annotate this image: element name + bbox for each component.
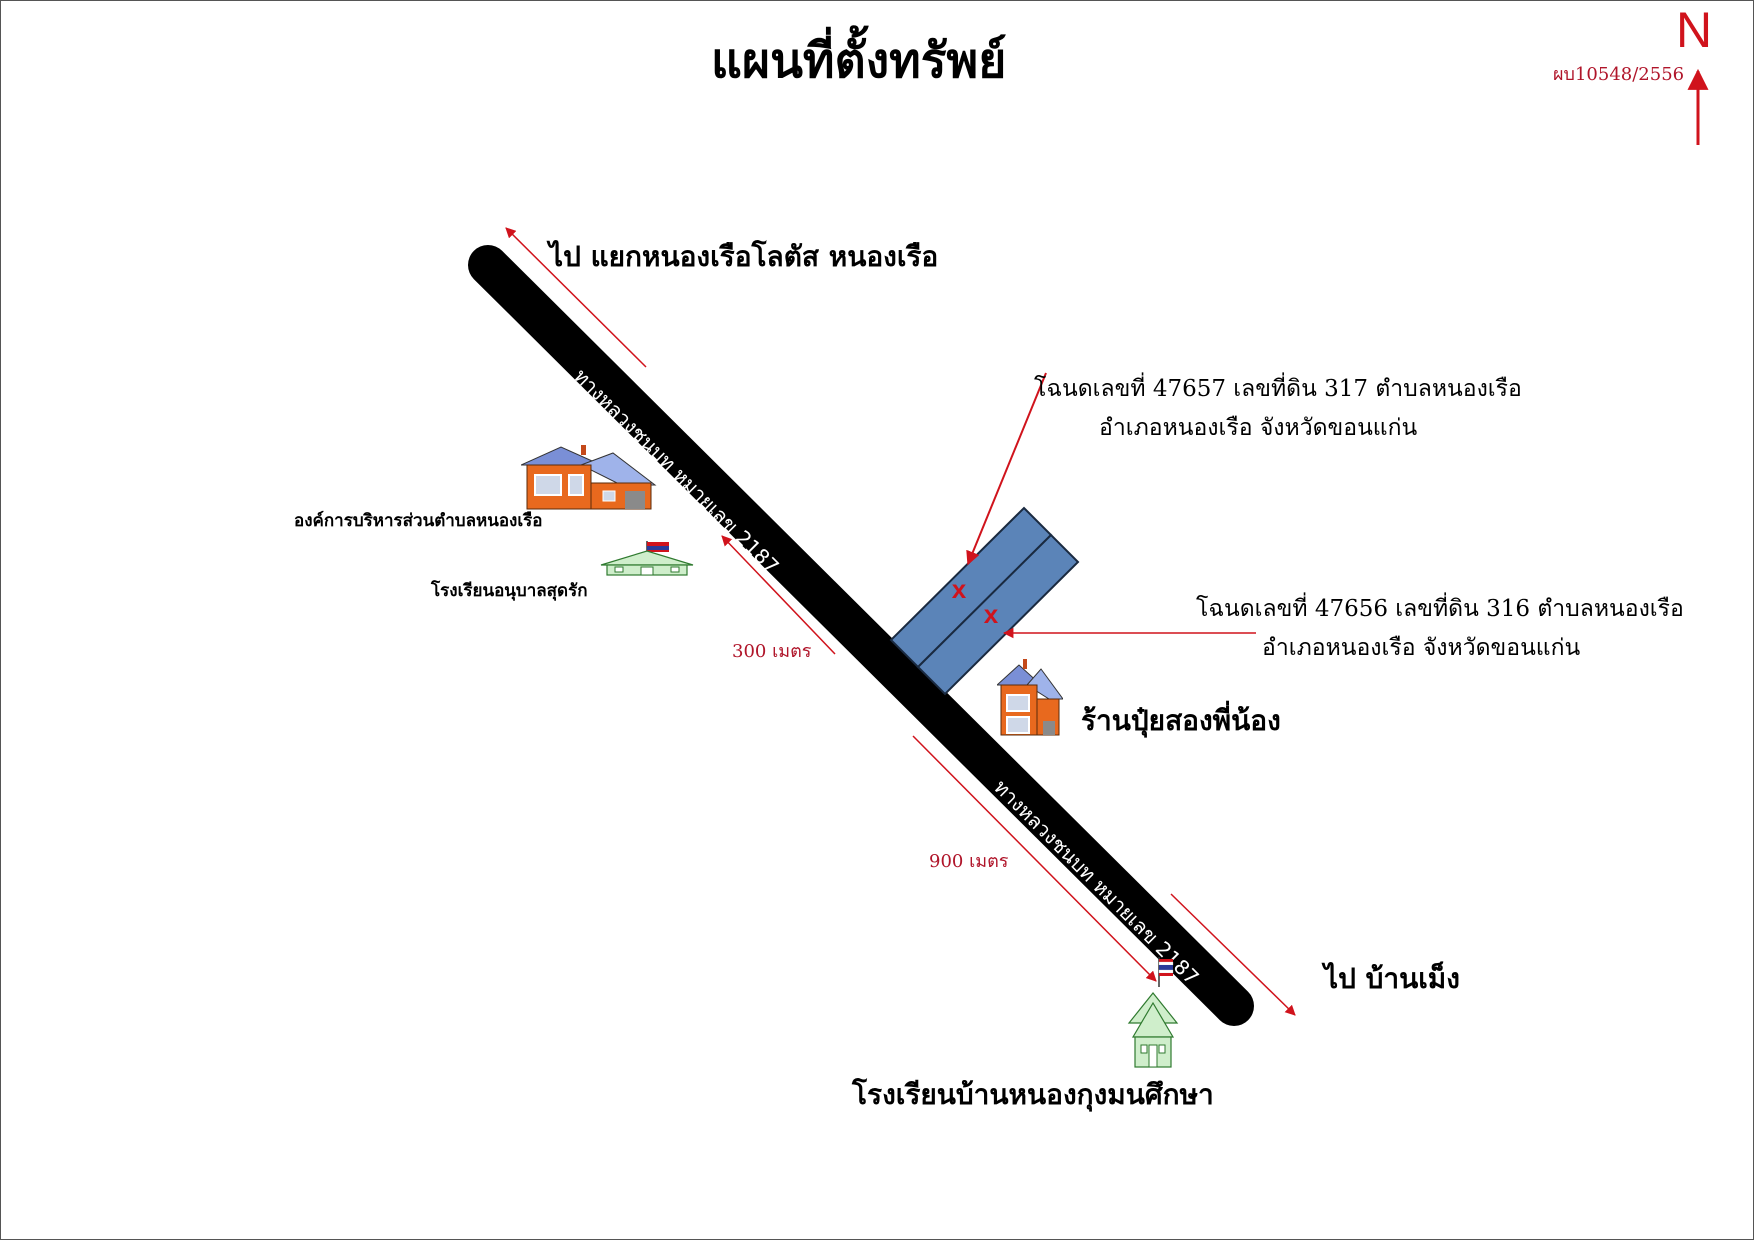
parcel-316-deed-line1: โฉนดเลขที่ 47656 เลขที่ดิน 316 ตำบลหนองเ…	[1196, 596, 1684, 622]
distance-label-900m: 900 เมตร	[929, 851, 1009, 872]
parcel-marker-317: x	[952, 574, 967, 604]
sao-label: องค์การบริหารส่วนตำบลหนองเรือ	[294, 511, 543, 531]
distance-label-300m: 300 เมตร	[732, 641, 812, 662]
parcel-317-leader	[966, 372, 1047, 566]
reference-code: ผบ10548/2556	[1553, 64, 1685, 85]
destination-south: ไป บ้านเม็ง	[1324, 962, 1460, 995]
road-2187	[468, 245, 1254, 1026]
land-parcels: x x	[889, 506, 1080, 696]
parcel-317-deed-line2: อำเภอหนองเรือ จังหวัดขอนแก่น	[1099, 415, 1418, 441]
school-icon	[1127, 957, 1179, 1068]
parcel-316-deed-line2: อำเภอหนองเรือ จังหวัดขอนแก่น	[1262, 635, 1581, 661]
kindergarten-icon	[600, 541, 694, 576]
fertilizer-shop-icon	[997, 659, 1063, 736]
north-label: N	[1676, 2, 1713, 58]
distance-arrow-900m	[912, 735, 1157, 982]
destination-north: ไป แยกหนองเรือโลตัส หนองเรือ	[549, 240, 939, 273]
map-title: แผนที่ตั้งทรัพย์	[711, 33, 1007, 89]
direction-arrow-south	[1170, 893, 1296, 1016]
parcel-317-deed-line1: โฉนดเลขที่ 47657 เลขที่ดิน 317 ตำบลหนองเ…	[1034, 376, 1522, 402]
fertilizer-shop-label: ร้านปุ๋ยสองพี่น้อง	[1081, 704, 1281, 737]
parcel-316	[916, 533, 1080, 696]
kindergarten-label: โรงเรียนอนุบาลสุดรัก	[431, 581, 588, 601]
distance-arrow-300m	[721, 535, 836, 655]
sao-building-icon	[521, 445, 657, 510]
parcel-marker-316: x	[984, 599, 999, 629]
direction-arrow-north	[505, 227, 647, 368]
school-label: โรงเรียนบ้านหนองกุงมนศึกษา	[852, 1078, 1214, 1111]
